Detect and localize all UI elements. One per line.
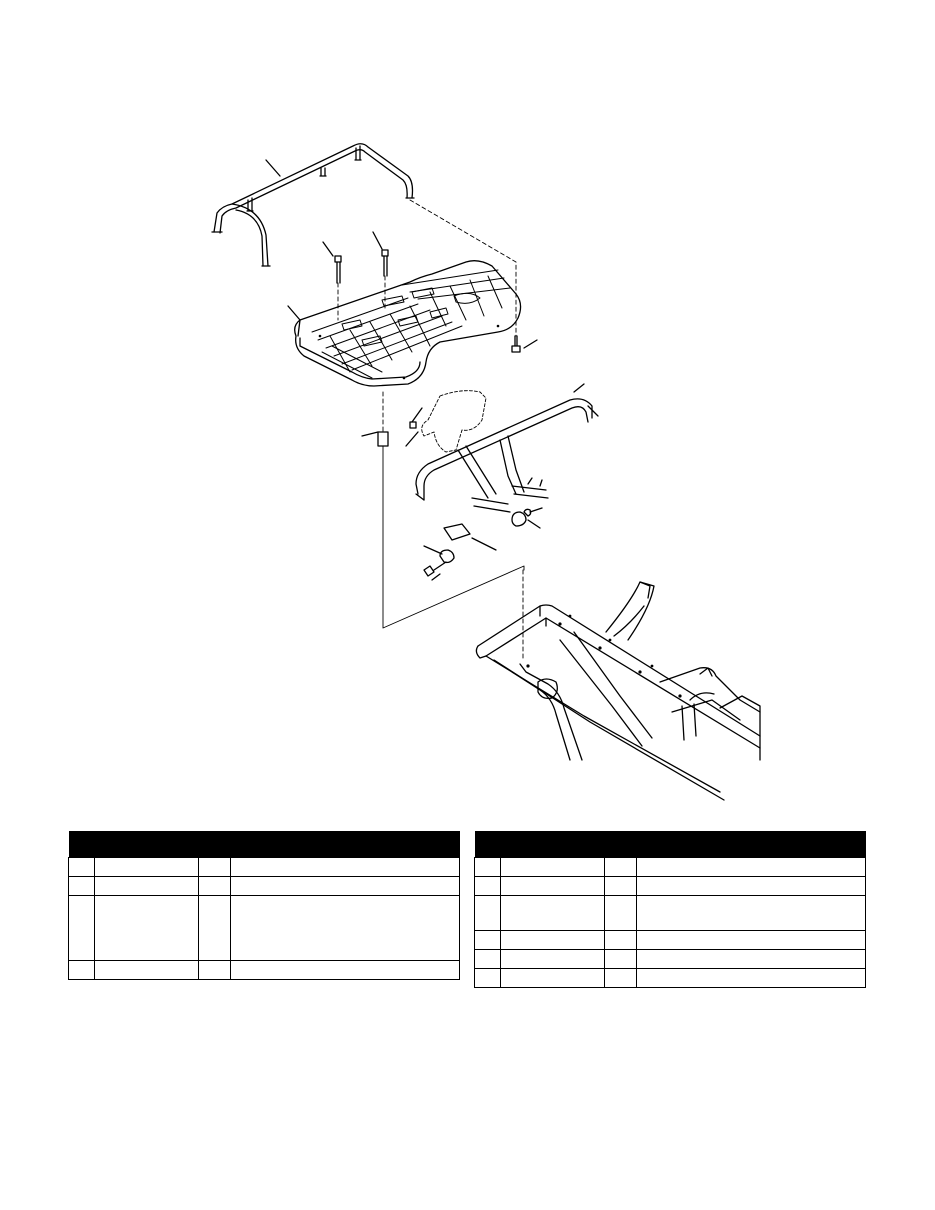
qty-cell bbox=[198, 857, 231, 877]
mud-guard-outline bbox=[421, 390, 487, 453]
part-number-cell bbox=[500, 968, 605, 988]
fasteners bbox=[405, 407, 543, 581]
rack-rail bbox=[211, 143, 415, 267]
assembly-bracket bbox=[382, 445, 525, 629]
qty-cell bbox=[604, 949, 637, 969]
part-number-cell bbox=[94, 895, 199, 961]
table-row bbox=[474, 968, 866, 988]
description-cell bbox=[636, 968, 866, 988]
parts-table-right bbox=[474, 831, 866, 988]
rack-bolts bbox=[322, 231, 389, 284]
description-cell bbox=[636, 876, 866, 896]
part-number-cell bbox=[500, 857, 605, 877]
part-number-cell bbox=[500, 949, 605, 969]
frame-holes bbox=[318, 324, 682, 698]
ref-cell bbox=[474, 968, 501, 988]
description-cell bbox=[636, 930, 866, 950]
table-row bbox=[68, 876, 460, 896]
table-row bbox=[474, 876, 866, 896]
description-cell bbox=[230, 857, 460, 877]
table-row bbox=[474, 895, 866, 931]
table-row bbox=[474, 930, 866, 950]
qty-cell bbox=[604, 895, 637, 931]
table-row bbox=[68, 857, 460, 877]
part-number-cell bbox=[94, 960, 199, 980]
description-cell bbox=[636, 895, 866, 931]
qty-cell bbox=[198, 876, 231, 896]
vehicle-frame bbox=[475, 581, 761, 801]
table-title bbox=[474, 831, 866, 858]
ref-cell bbox=[68, 876, 95, 896]
qty-cell bbox=[198, 960, 231, 980]
rack-screw-right bbox=[511, 335, 538, 353]
qty-cell bbox=[604, 876, 637, 896]
part-number-cell bbox=[94, 876, 199, 896]
rear-bumper bbox=[415, 383, 599, 513]
ref-cell bbox=[474, 876, 501, 896]
ref-cell bbox=[474, 857, 501, 877]
table-header bbox=[474, 831, 866, 858]
assembly-lines bbox=[337, 199, 524, 661]
ref-cell bbox=[474, 949, 501, 969]
description-cell bbox=[636, 857, 866, 877]
qty-cell bbox=[604, 857, 637, 877]
ref-cell bbox=[68, 895, 95, 961]
parts-table-left bbox=[68, 831, 460, 980]
rack-plate bbox=[287, 260, 522, 387]
description-cell bbox=[230, 895, 460, 961]
table-row bbox=[474, 857, 866, 877]
part-number-cell bbox=[500, 895, 605, 931]
ref-cell bbox=[474, 895, 501, 931]
description-cell bbox=[230, 876, 460, 896]
qty-cell bbox=[604, 930, 637, 950]
qty-cell bbox=[604, 968, 637, 988]
description-cell bbox=[636, 949, 866, 969]
rack-plate-ribs bbox=[311, 269, 511, 379]
ref-cell bbox=[68, 960, 95, 980]
part-number-cell bbox=[500, 930, 605, 950]
table-row bbox=[68, 895, 460, 961]
qty-cell bbox=[198, 895, 231, 961]
part-number-cell bbox=[500, 876, 605, 896]
table-row bbox=[474, 949, 866, 969]
description-cell bbox=[230, 960, 460, 980]
part-number-cell bbox=[94, 857, 199, 877]
table-title bbox=[68, 831, 460, 858]
ref-cell bbox=[68, 857, 95, 877]
spacer bbox=[361, 431, 389, 447]
table-row bbox=[68, 960, 460, 980]
exploded-parts-diagram bbox=[211, 143, 761, 801]
table-header bbox=[68, 831, 460, 858]
ref-cell bbox=[474, 930, 501, 950]
